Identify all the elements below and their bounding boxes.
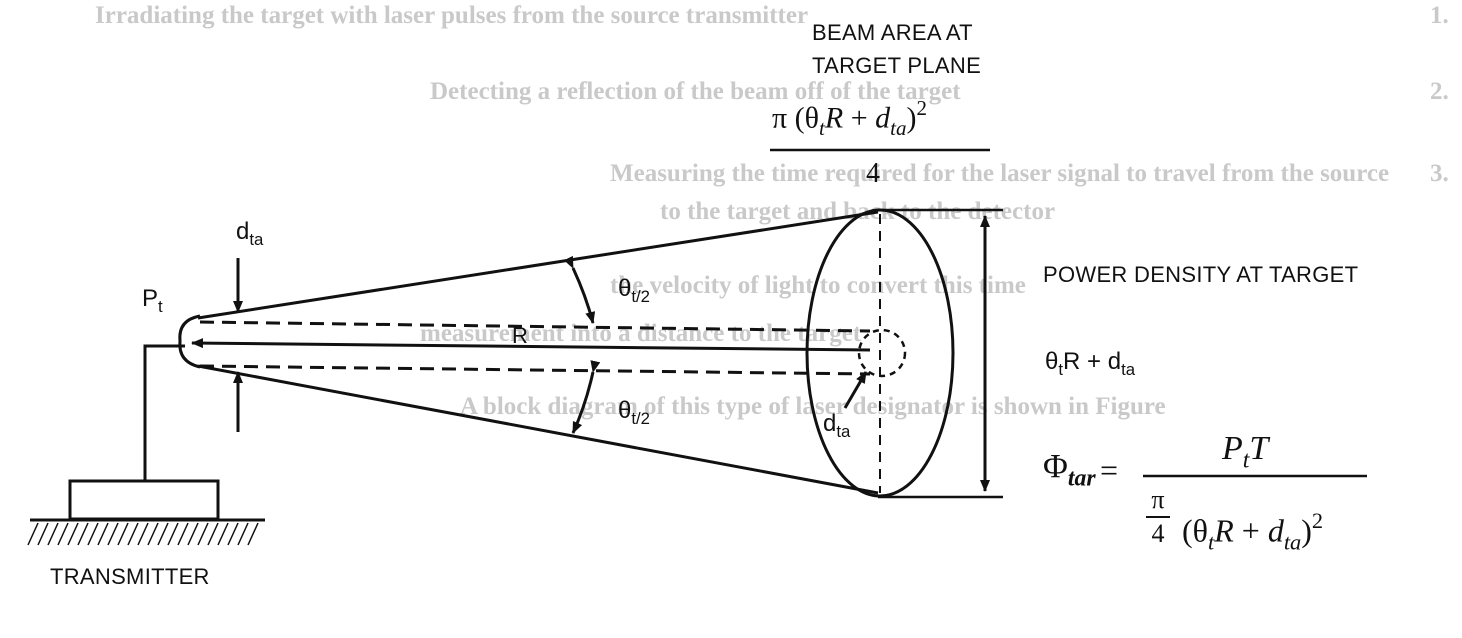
t-half-subscript: t/2 [631, 286, 651, 306]
d-symbol: d [1107, 348, 1122, 375]
spot-diameter-label: θtR + dta [1045, 348, 1135, 380]
ta-subscript: ta [890, 115, 907, 140]
p-symbol: P [1222, 430, 1243, 467]
power-density-denominator: (θtR + dta)2 [1182, 508, 1323, 555]
theta-symbol: θ [618, 275, 632, 302]
d-symbol: d [236, 218, 250, 245]
open-paren: ( [1182, 512, 1193, 549]
square-exponent: 2 [916, 96, 927, 120]
pi-symbol: π [772, 101, 788, 135]
t-half-subscript: t/2 [631, 408, 651, 428]
ground-hatch [27, 522, 259, 546]
dta-label-target: dta [823, 410, 850, 442]
ghost-line-3: Measuring the time required for the lase… [610, 160, 1449, 188]
t-subscript: t [1242, 447, 1250, 474]
transmitter-label: TRANSMITTER [50, 564, 210, 589]
d-symbol: d [875, 101, 891, 135]
range-symbol: R [1214, 512, 1234, 549]
four-symbol: 4 [1151, 519, 1165, 548]
pi-over-four: π 4 [1146, 486, 1170, 548]
ghost-number: 2. [1430, 78, 1449, 105]
t-subscript: t [158, 296, 163, 316]
ghost-text: Irradiating the target with laser pulses… [95, 2, 809, 29]
pt-label: Pt [142, 285, 163, 317]
ghost-line-2: Detecting a reflection of the beam off o… [430, 78, 1449, 106]
beam-area-numerator: π (θtR + dta)2 [772, 96, 927, 141]
lower-half-angle-label: θt/2 [618, 397, 650, 429]
t-subscript: t [819, 115, 825, 140]
ghost-line-1: Irradiating the target with laser pulses… [95, 2, 1449, 30]
theta-symbol: θ [1192, 512, 1208, 549]
range-arrow [191, 338, 871, 352]
power-density-heading: POWER DENSITY AT TARGET [1043, 262, 1359, 287]
square-exponent: 2 [1311, 508, 1324, 533]
open-paren: ( [794, 101, 805, 135]
aperture-circle-dashed [857, 328, 907, 378]
beam-upper-edge [197, 210, 879, 320]
transmitter-aperture [178, 314, 201, 369]
ghost-number: 1. [1430, 2, 1449, 29]
t-symbol: T [1249, 430, 1269, 467]
beam-lower-edge [197, 364, 879, 495]
theta-symbol: θ [618, 397, 632, 424]
d-symbol: d [823, 410, 837, 437]
pi-fraction-bar [1146, 516, 1170, 518]
dta-label-transmitter: dta [236, 218, 263, 250]
upper-angle-arc [563, 255, 596, 324]
plus-sign: + [850, 101, 868, 135]
phi-symbol: Φ [1043, 448, 1068, 485]
ghost-text: Measuring the time required for the lase… [610, 160, 1390, 187]
ta-subscript: ta [249, 229, 264, 249]
equals-sign: = [1100, 452, 1119, 488]
ghost-number: 3. [1430, 160, 1449, 187]
target-beam-spot [805, 208, 955, 498]
tar-subscript: tar [1067, 465, 1096, 492]
transmitter-box [68, 479, 220, 521]
d-symbol: d [1267, 512, 1284, 549]
dta-target-pointer [843, 371, 868, 409]
transmitter-mast [143, 344, 185, 481]
plus-sign: + [1087, 348, 1102, 375]
phi-tar-symbol: Φtar [1043, 448, 1096, 492]
theta-symbol: θ [804, 101, 820, 135]
range-label: R [512, 323, 528, 348]
ta-subscript: ta [1121, 359, 1136, 379]
ta-subscript: ta [1283, 529, 1302, 555]
theta-symbol: θ [1045, 348, 1059, 375]
upper-half-angle-label: θt/2 [618, 275, 650, 307]
power-density-numerator: PtT [1222, 430, 1268, 474]
ta-subscript: ta [836, 421, 851, 441]
pi-symbol: π [1151, 485, 1165, 514]
beam-area-heading-line2: TARGET PLANE [812, 53, 982, 78]
beam-area-heading-line1: BEAM AREA AT [812, 20, 973, 45]
t-subscript: t [1058, 359, 1064, 379]
lower-angle-arc [571, 360, 601, 434]
t-subscript: t [1207, 529, 1215, 555]
aperture-lower-dashed [199, 364, 871, 376]
p-symbol: P [142, 285, 159, 312]
close-paren: ) [1301, 512, 1312, 549]
beam-area-denominator: 4 [866, 158, 880, 189]
range-symbol: R [1063, 348, 1081, 375]
ghost-text: Detecting a reflection of the beam off o… [430, 78, 961, 105]
range-symbol: R [824, 101, 844, 135]
plus-sign: + [1241, 512, 1260, 549]
close-paren: ) [906, 101, 917, 135]
aperture-upper-dashed [199, 320, 871, 333]
